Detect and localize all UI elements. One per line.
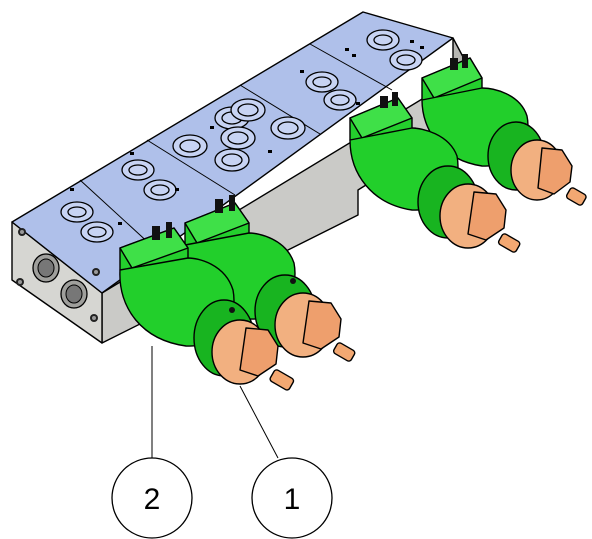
solenoid-valve-3: [349, 92, 521, 253]
callout-2-label: 2: [144, 483, 161, 516]
callout-1-label: 1: [284, 483, 301, 516]
top-marks: [70, 40, 424, 225]
left-end-ports: [16, 228, 100, 322]
callout-1: 1: [239, 385, 333, 539]
solenoid-valve-1: [119, 222, 295, 391]
top-ports: [60, 29, 423, 243]
callout-2: 2: [111, 346, 193, 539]
callout-1-circle: [251, 457, 333, 539]
callout-1-leader: [239, 385, 279, 459]
callout-2-circle: [111, 457, 193, 539]
